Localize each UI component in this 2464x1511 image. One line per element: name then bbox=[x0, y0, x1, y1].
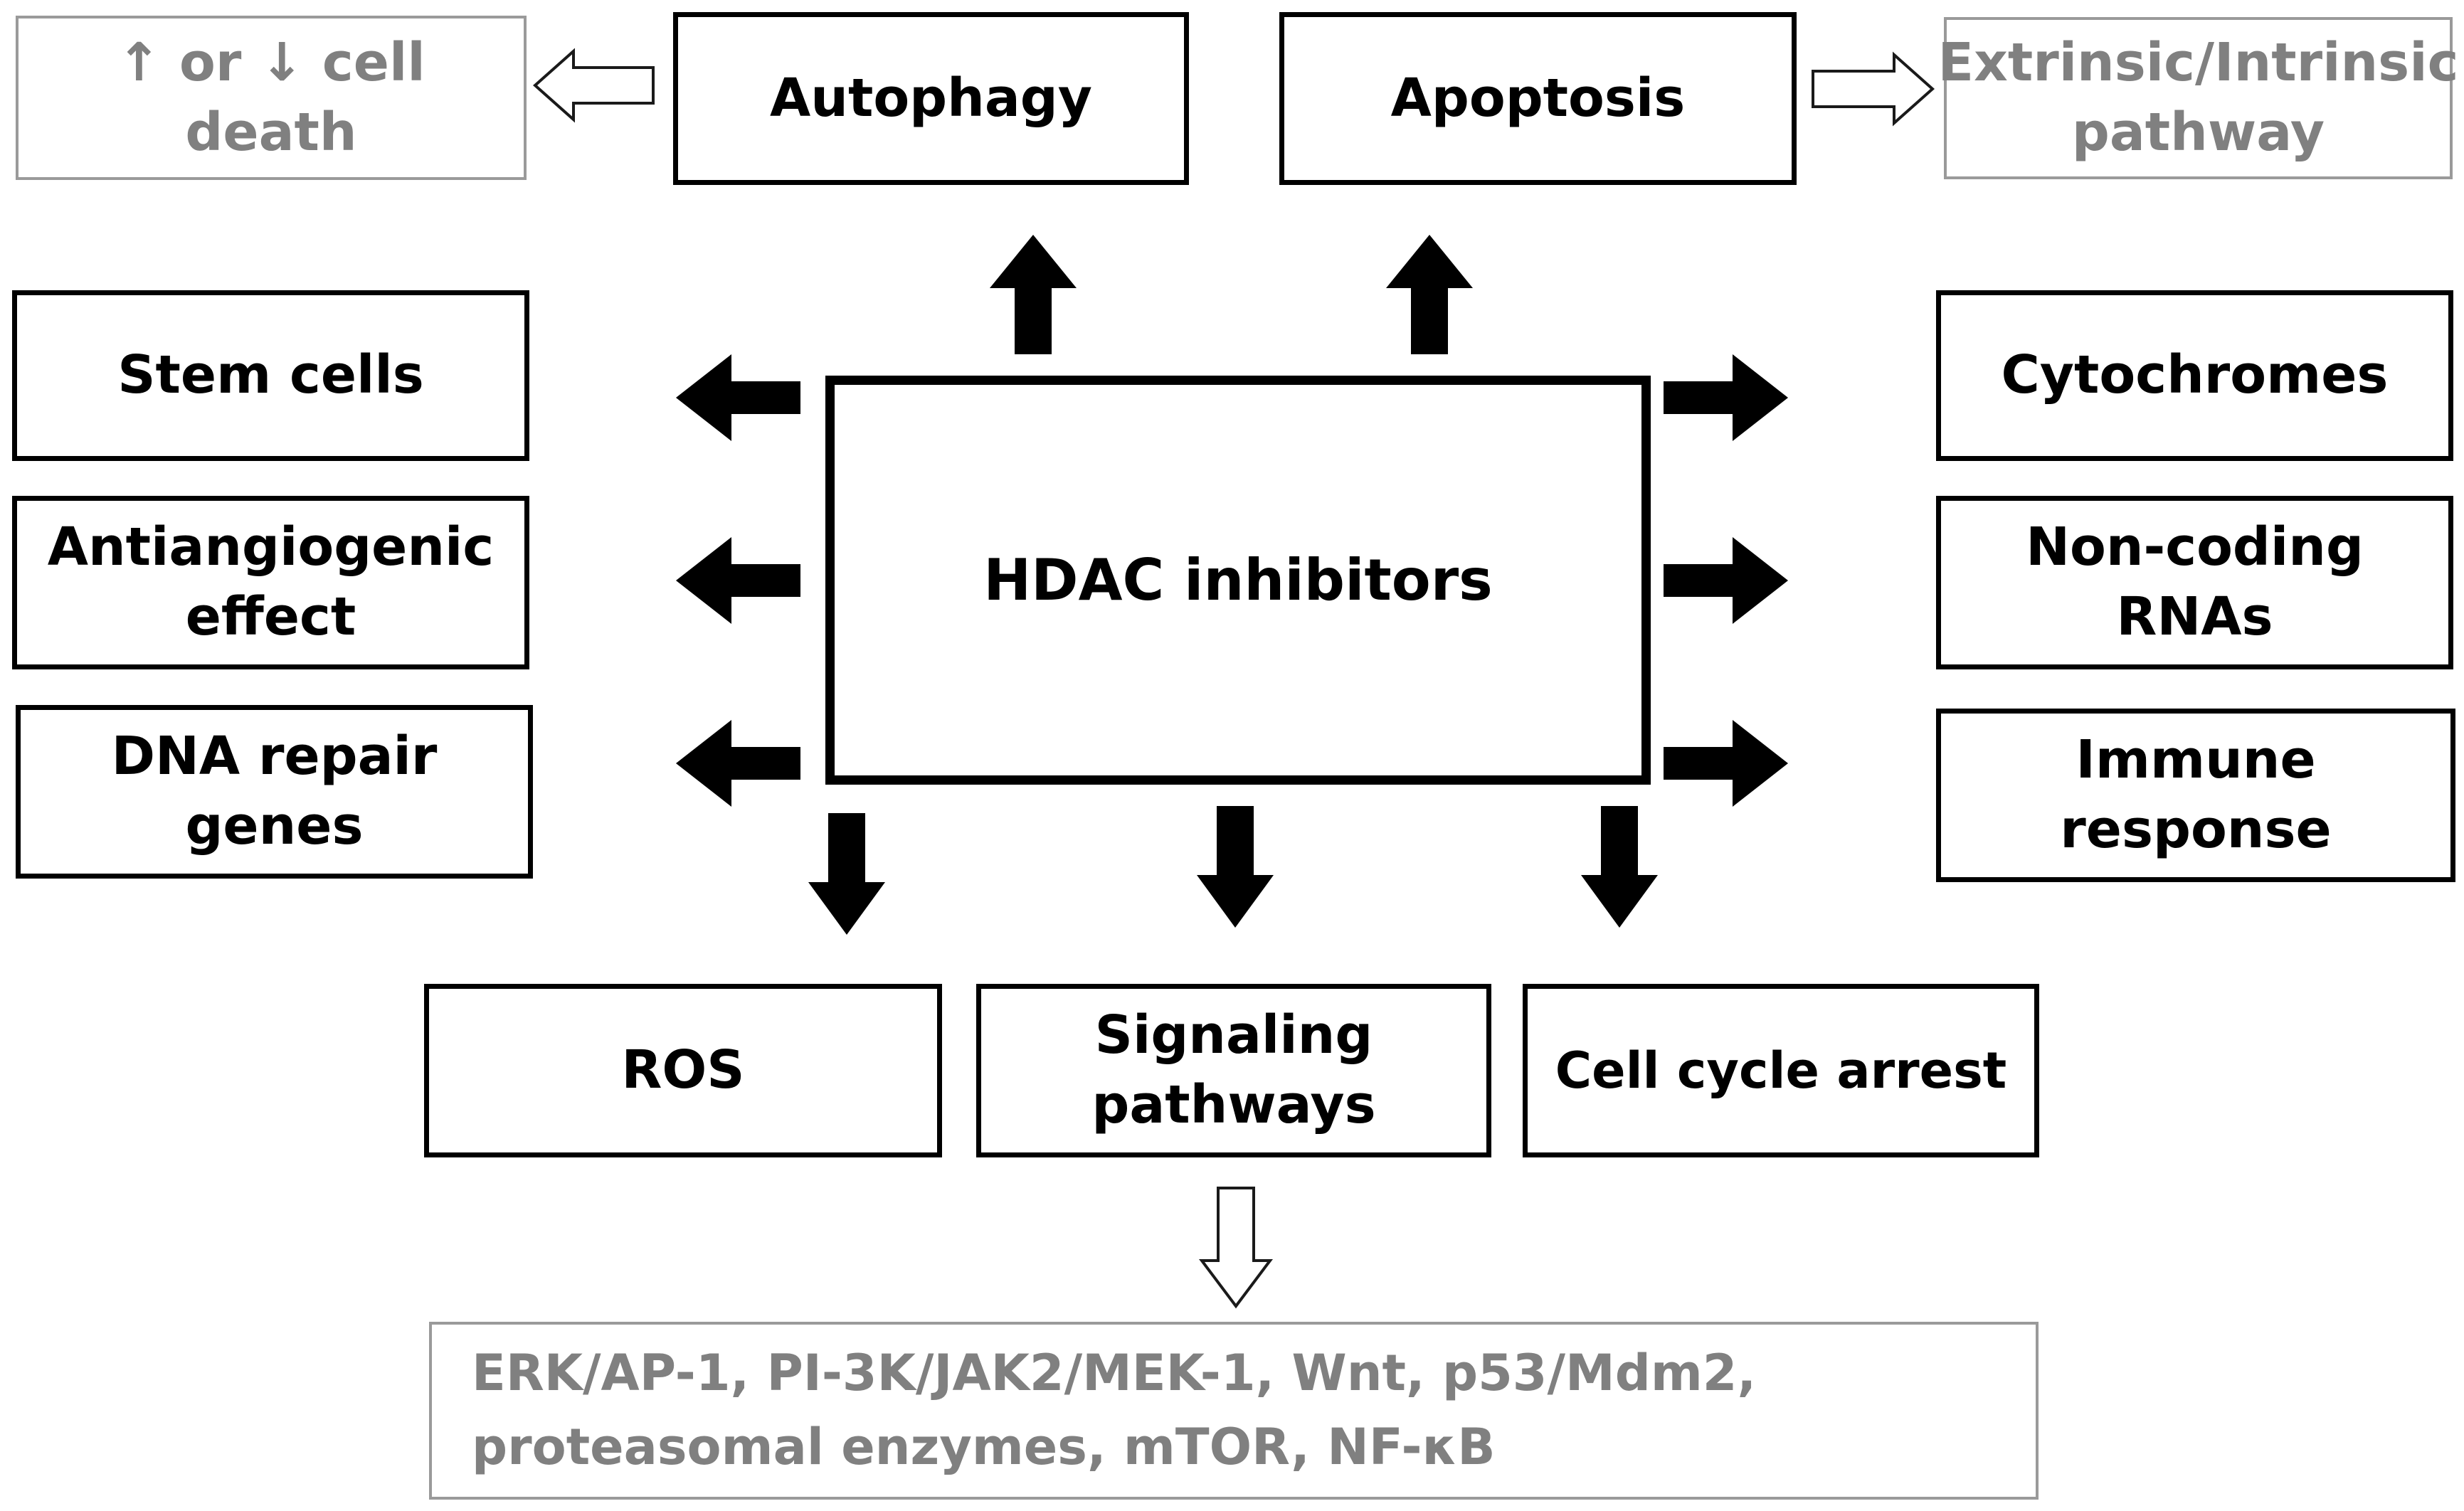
arrow-to-ros bbox=[808, 813, 885, 935]
signaling-pathways-box: Signaling pathways bbox=[976, 984, 1491, 1157]
cytochromes-box: Cytochromes bbox=[1936, 290, 2453, 461]
noncoding-rnas-box: Non-coding RNAs bbox=[1936, 496, 2453, 669]
apoptosis-box: Apoptosis bbox=[1279, 12, 1797, 185]
apoptosis-label: Apoptosis bbox=[1390, 67, 1686, 129]
autophagy-box: Autophagy bbox=[673, 12, 1189, 185]
signaling-pathways-label: Signaling pathways bbox=[1091, 1004, 1376, 1135]
autophagy-label: Autophagy bbox=[770, 67, 1092, 129]
hdac-inhibitors-box: HDAC inhibitors bbox=[825, 376, 1651, 785]
stem-cells-box: Stem cells bbox=[12, 290, 529, 461]
arrow-to-cell-cycle bbox=[1581, 806, 1658, 928]
dna-repair-label: DNA repair genes bbox=[111, 726, 438, 857]
hdac-inhibitors-label: HDAC inhibitors bbox=[983, 546, 1493, 613]
hollow-arrow-to-pathway bbox=[1812, 51, 1935, 127]
cell-death-box: ↑ or ↓ cell death bbox=[16, 16, 527, 180]
arrow-to-noncoding bbox=[1664, 537, 1788, 624]
arrow-to-stem-cells bbox=[676, 354, 800, 441]
arrow-to-antiangiogenic bbox=[676, 537, 800, 624]
immune-response-label: Immune response bbox=[2060, 729, 2332, 860]
hollow-arrow-to-cell-death bbox=[532, 48, 655, 123]
signaling-list-text: ERK/AP-1, PI-3K/JAK2/MEK-1, Wnt, p53/Mdm… bbox=[472, 1344, 1757, 1476]
noncoding-rnas-label: Non-coding RNAs bbox=[2026, 516, 2364, 647]
signaling-list-box: ERK/AP-1, PI-3K/JAK2/MEK-1, Wnt, p53/Mdm… bbox=[429, 1322, 2039, 1500]
arrow-to-cytochromes bbox=[1664, 354, 1788, 441]
ros-label: ROS bbox=[621, 1039, 745, 1101]
stem-cells-label: Stem cells bbox=[117, 344, 424, 406]
cell-cycle-arrest-box: Cell cycle arrest bbox=[1523, 984, 2039, 1157]
arrow-to-autophagy bbox=[990, 235, 1077, 354]
arrow-to-immune bbox=[1664, 720, 1788, 807]
ros-box: ROS bbox=[424, 984, 942, 1157]
pathway-label: Extrinsic/Intrinsic pathway bbox=[1937, 32, 2459, 163]
immune-response-box: Immune response bbox=[1936, 709, 2455, 882]
cytochromes-label: Cytochromes bbox=[2001, 344, 2389, 406]
arrow-to-dna-repair bbox=[676, 720, 800, 807]
antiangiogenic-label: Antiangiogenic effect bbox=[47, 516, 495, 647]
cell-cycle-arrest-label: Cell cycle arrest bbox=[1555, 1041, 2007, 1100]
arrow-to-signaling bbox=[1197, 806, 1274, 928]
arrow-to-apoptosis bbox=[1386, 235, 1473, 354]
antiangiogenic-box: Antiangiogenic effect bbox=[12, 496, 529, 669]
pathway-box: Extrinsic/Intrinsic pathway bbox=[1938, 17, 2458, 179]
dna-repair-box: DNA repair genes bbox=[16, 705, 533, 879]
hollow-arrow-to-signaling-list bbox=[1199, 1187, 1273, 1309]
cell-death-label: ↑ or ↓ cell death bbox=[117, 31, 425, 163]
